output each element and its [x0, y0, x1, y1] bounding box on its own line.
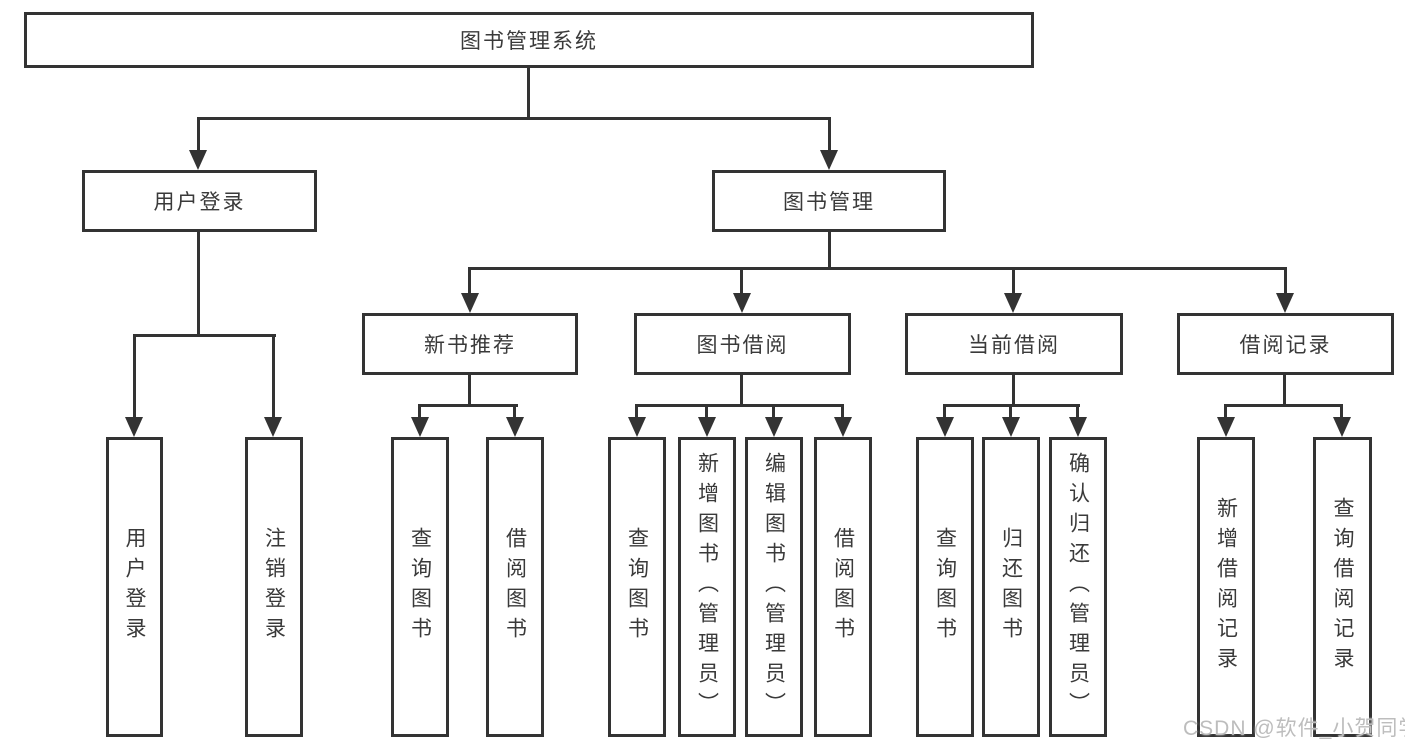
node-label: 图书借阅 [696, 334, 789, 357]
node-borrowing-records: 借阅记录 [1177, 313, 1394, 375]
leaf-borrow-books-recommend: 借阅图书 [486, 437, 544, 737]
connector [468, 373, 471, 407]
arrowhead [733, 293, 751, 313]
connector [468, 267, 1286, 270]
leaf-label: 新增图书（管理员） [695, 452, 719, 722]
connector [635, 404, 638, 422]
arrowhead [264, 417, 282, 437]
leaf-query-books-current: 查询图书 [916, 437, 974, 737]
connector [828, 117, 831, 155]
node-new-book-recommend: 新书推荐 [362, 313, 578, 375]
arrowhead [698, 417, 716, 437]
leaf-query-books-borrow: 查询图书 [608, 437, 666, 737]
connector [272, 334, 275, 420]
connector [133, 334, 136, 420]
connector [943, 404, 946, 422]
connector [1224, 404, 1227, 422]
connector [705, 404, 708, 422]
node-label: 用户登录 [153, 191, 246, 214]
leaf-confirm-return-admin: 确认归还（管理员） [1049, 437, 1107, 737]
connector [197, 230, 200, 337]
leaf-label: 归还图书 [999, 527, 1023, 647]
connector [635, 404, 843, 407]
node-book-management: 图书管理 [712, 170, 946, 232]
connector [468, 267, 471, 295]
leaf-query-books-recommend: 查询图书 [391, 437, 449, 737]
node-root-system: 图书管理系统 [24, 12, 1034, 68]
connector [197, 117, 831, 120]
leaf-edit-books-admin: 编辑图书（管理员） [745, 437, 803, 737]
connector [197, 117, 200, 155]
connector [841, 404, 844, 422]
arrowhead [1333, 417, 1351, 437]
leaf-label: 查询图书 [625, 527, 649, 647]
leaf-return-books: 归还图书 [982, 437, 1040, 737]
leaf-add-borrow-record: 新增借阅记录 [1197, 437, 1255, 737]
node-label: 新书推荐 [424, 334, 516, 357]
connector [527, 66, 530, 119]
node-label: 图书管理系统 [460, 30, 598, 53]
arrowhead [1276, 293, 1294, 313]
connector [1009, 404, 1012, 422]
arrowhead [1004, 293, 1022, 313]
arrowhead [506, 417, 524, 437]
csdn-watermark: CSDN @软件_小贺同学 [1183, 717, 1405, 740]
connector [772, 404, 775, 422]
arrowhead [820, 150, 838, 170]
leaf-label: 新增借阅记录 [1214, 497, 1238, 677]
leaf-borrow-books: 借阅图书 [814, 437, 872, 737]
connector [1284, 267, 1287, 295]
leaf-label: 查询图书 [408, 527, 432, 647]
connector [1012, 267, 1015, 295]
node-book-borrowing: 图书借阅 [634, 313, 851, 375]
connector [418, 404, 518, 407]
arrowhead [1217, 417, 1235, 437]
leaf-label: 查询借阅记录 [1331, 497, 1354, 677]
arrowhead [628, 417, 646, 437]
leaf-add-books-admin: 新增图书（管理员） [678, 437, 736, 737]
node-current-borrowing: 当前借阅 [905, 313, 1123, 375]
connector [418, 404, 421, 422]
arrowhead [1069, 417, 1087, 437]
arrowhead [834, 417, 852, 437]
connector [1340, 404, 1343, 422]
leaf-logout: 注销登录 [245, 437, 303, 737]
arrowhead [411, 417, 429, 437]
leaf-query-borrow-record: 查询借阅记录 [1313, 437, 1372, 737]
node-label: 当前借阅 [968, 334, 1060, 357]
leaf-label: 注销登录 [262, 527, 286, 647]
connector [1224, 404, 1342, 407]
connector [740, 373, 743, 407]
leaf-label: 借阅图书 [831, 527, 855, 647]
leaf-label: 用户登录 [123, 527, 146, 647]
arrowhead [1002, 417, 1020, 437]
node-label: 借阅记录 [1239, 334, 1332, 357]
leaf-label: 借阅图书 [503, 527, 527, 647]
connector [1283, 373, 1286, 407]
connector [513, 404, 516, 422]
leaf-label: 查询图书 [933, 527, 957, 647]
leaf-label: 编辑图书（管理员） [762, 452, 786, 722]
connector [828, 230, 831, 270]
arrowhead [936, 417, 954, 437]
node-user-login: 用户登录 [82, 170, 317, 232]
arrowhead [765, 417, 783, 437]
leaf-user-login: 用户登录 [106, 437, 163, 737]
arrowhead [125, 417, 143, 437]
connector [740, 267, 743, 295]
leaf-label: 确认归还（管理员） [1066, 452, 1090, 722]
arrowhead [189, 150, 207, 170]
arrowhead [461, 293, 479, 313]
connector [1012, 373, 1015, 407]
node-label: 图书管理 [783, 191, 875, 214]
connector [133, 334, 276, 337]
connector [1076, 404, 1079, 422]
